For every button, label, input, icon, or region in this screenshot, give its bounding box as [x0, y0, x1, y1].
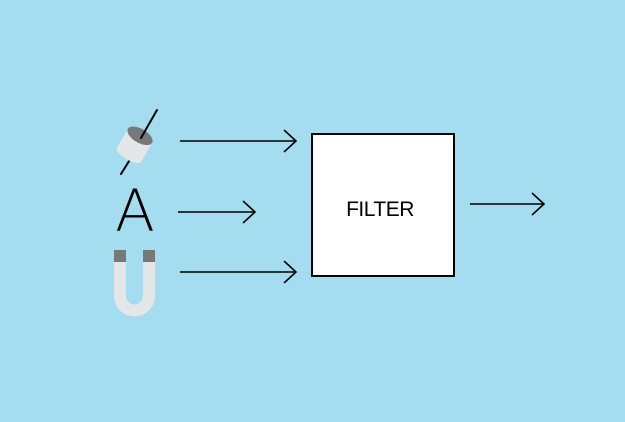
magnet-pole-left: [114, 250, 126, 262]
arrow-bottom-input: [180, 260, 298, 284]
crystal-body-bottom: [116, 146, 142, 164]
filter-box: [311, 133, 455, 277]
crystal-lead-upper: [140, 109, 158, 139]
crystal-body: [116, 128, 153, 162]
magnet-icon: [114, 250, 155, 317]
crystal-oscillator-icon: [116, 109, 158, 175]
arrow-output: [470, 192, 546, 216]
arrow-top-input: [180, 129, 298, 153]
letter-a-icon: A: [115, 177, 155, 245]
magnet-pole-right: [143, 250, 155, 262]
magnet-body: [114, 262, 155, 317]
crystal-cap: [127, 126, 153, 146]
arrow-middle-input: [178, 200, 257, 224]
filter-label: FILTER: [346, 198, 414, 221]
